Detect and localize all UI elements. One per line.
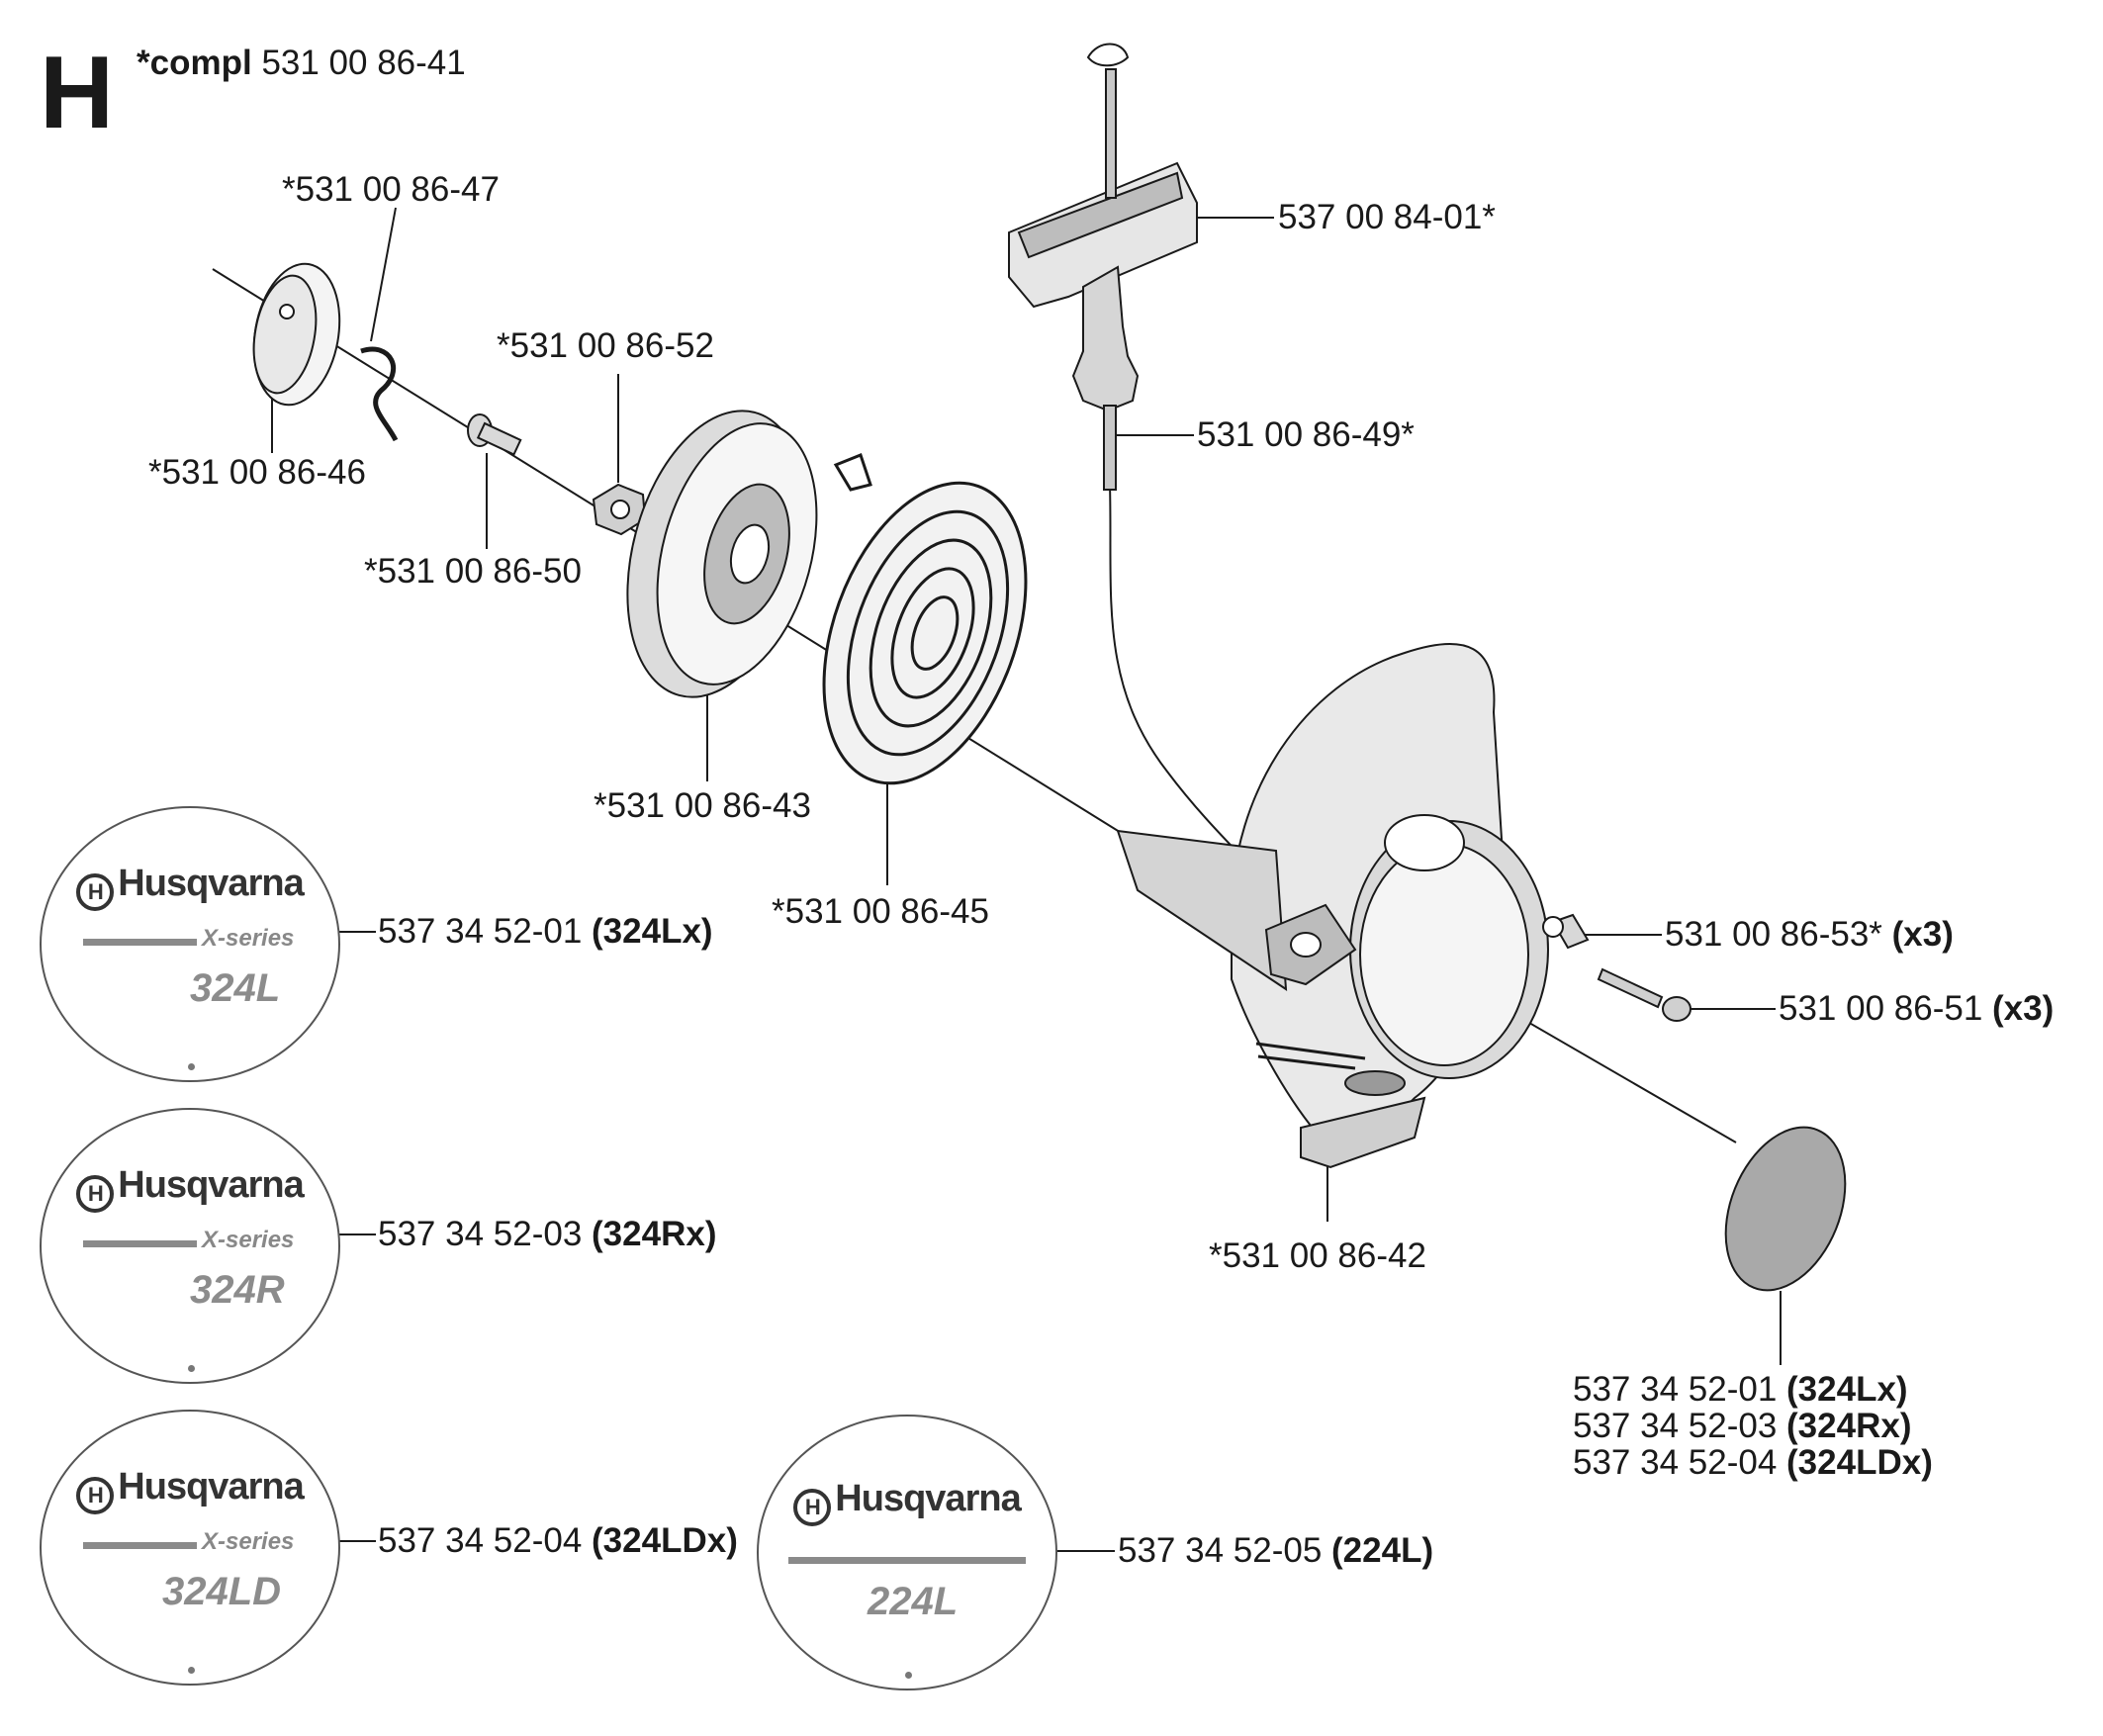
part-label-starter-rope: 531 00 86-49* [1197, 415, 1415, 454]
section-letter: H [40, 36, 115, 150]
assembly-number: *compl 531 00 86-41 [137, 44, 466, 82]
stripe [83, 939, 197, 946]
bushing [1542, 913, 1590, 950]
part-label-531008650: *531 00 86-50 [364, 552, 582, 591]
recoil-spring [822, 453, 1028, 785]
disc-label-1: 537 34 52-01 (324Lx) [1573, 1370, 1908, 1409]
part-label-531008652: *531 00 86-52 [497, 326, 714, 365]
pawl-carrier [252, 262, 341, 407]
decal-dot [905, 1672, 912, 1679]
stripe [83, 1240, 197, 1247]
decal-label-4: 537 34 52-05 (224L) [1118, 1531, 1434, 1570]
leader-47 [370, 207, 397, 342]
part-label-starter-handle: 537 00 84-01* [1278, 198, 1496, 236]
decal-label-1: 537 34 52-01 (324Lx) [378, 912, 713, 951]
part-label-531008646: *531 00 86-46 [148, 453, 366, 492]
model-text: 324LD [162, 1570, 282, 1613]
part-label-531008647: *531 00 86-47 [282, 170, 500, 209]
decal-disc [1724, 1126, 1847, 1292]
decal-dot [188, 1667, 195, 1674]
starter-handle [1008, 43, 1198, 491]
model-text: 324R [190, 1268, 285, 1312]
disc-label-2: 537 34 52-03 (324Rx) [1573, 1407, 1912, 1445]
spring-clip [360, 346, 399, 442]
part-label-531008643: *531 00 86-43 [594, 786, 811, 825]
part-label-531008645: *531 00 86-45 [772, 892, 989, 931]
series-text: X-series [202, 1528, 295, 1555]
decal-label-2: 537 34 52-03 (324Rx) [378, 1215, 717, 1253]
decal-label-3: 537 34 52-04 (324LDx) [378, 1521, 738, 1560]
decal-dot [188, 1063, 195, 1070]
part-label-screw: 531 00 86-51 (x3) [1779, 989, 2055, 1028]
series-text: X-series [202, 1227, 295, 1253]
starter-housing [1116, 642, 1549, 1169]
stripe [83, 1542, 197, 1549]
disc-label-3: 537 34 52-04 (324LDx) [1573, 1443, 1933, 1482]
part-label-bushing: 531 00 86-53* (x3) [1665, 915, 1954, 954]
series-text: X-series [202, 925, 295, 952]
center-screw [467, 413, 522, 456]
part-label-531008642: *531 00 86-42 [1209, 1236, 1426, 1275]
housing-screw [1597, 967, 1692, 1022]
model-text: 224L [868, 1580, 959, 1623]
stripe [788, 1557, 1026, 1564]
rope-pulley [626, 410, 818, 698]
model-text: 324L [190, 966, 281, 1010]
decal-dot [188, 1365, 195, 1372]
